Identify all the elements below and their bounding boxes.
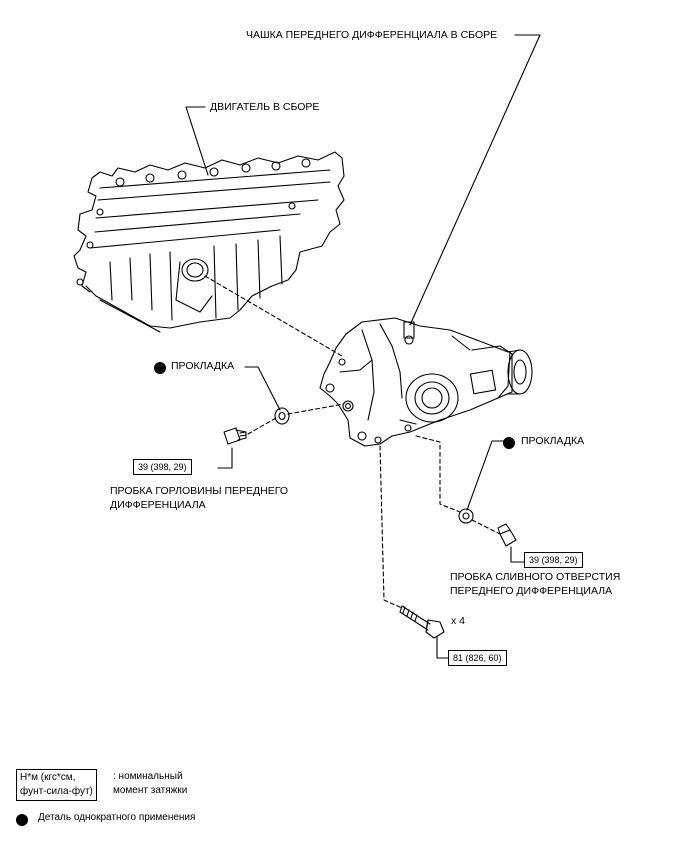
legend-desc-line2: момент затяжки: [113, 785, 188, 796]
engine-assembly-drawing: [73, 151, 345, 333]
leader-bolt-torque: [436, 635, 449, 659]
legend-unit-line1: Н*м (кгс*см,: [20, 772, 76, 783]
leader-cup-assembly: [409, 34, 541, 326]
label-drain-plug-line1: ПРОБКА СЛИВНОГО ОТВЕРСТИЯ: [450, 571, 621, 583]
legend-torque-unit-box: Н*м (кгс*см, фунт-сила-фут): [16, 769, 97, 801]
label-cup-assembly: ЧАШКА ПЕРЕДНЕГО ДИФФЕРЕНЦИАЛА В СБОРЕ: [246, 29, 498, 41]
torque-box-drain-plug: 39 (398, 29): [524, 552, 583, 568]
dashed-drain-lower: [471, 519, 501, 535]
label-gasket-upper: ПРОКЛАДКА: [171, 360, 235, 372]
legend-unit-line2: фунт-сила-фут): [20, 786, 93, 797]
legend-desc-line1: : номинальный: [113, 771, 183, 782]
dashed-filler: [247, 417, 277, 435]
leader-gasket-right: [466, 440, 504, 511]
dashed-drain-upper: [415, 435, 461, 513]
label-filler-plug-line2: ДИФФЕРЕНЦИАЛА: [110, 499, 206, 511]
torque-box-bolt: 81 (826, 60): [448, 650, 507, 666]
legend-single-use-text: Деталь однократного применения: [38, 812, 196, 823]
label-filler-plug-line1: ПРОБКА ГОРЛОВИНЫ ПЕРЕДНЕГО: [110, 485, 289, 497]
drain-plug-drawing: [458, 508, 517, 547]
single-use-marker-icon: [503, 437, 515, 449]
dashed-engine-to-diff: [204, 275, 343, 357]
single-use-marker-icon: [154, 362, 166, 374]
leader-drain-torque: [510, 546, 525, 563]
label-gasket-right: ПРОКЛАДКА: [521, 435, 585, 447]
label-bolt-quantity: x 4: [451, 615, 466, 627]
torque-box-filler-plug: 39 (398, 29): [133, 459, 192, 475]
leader-gasket-upper: [244, 366, 281, 411]
label-drain-plug-line2: ПЕРЕДНЕГО ДИФФЕРЕНЦИАЛА: [450, 585, 613, 597]
bolt-drawing: [399, 605, 445, 639]
dashed-bolt: [379, 445, 403, 609]
label-engine-assembly: ДВИГАТЕЛЬ В СБОРЕ: [210, 101, 320, 113]
front-differential-drawing: [319, 317, 533, 447]
filler-plug-drawing: [223, 407, 290, 445]
leader-engine: [185, 106, 209, 176]
legend-single-use-icon: [16, 814, 28, 826]
leader-filler-torque: [217, 447, 233, 469]
dashed-filler-to-diff: [287, 403, 345, 415]
